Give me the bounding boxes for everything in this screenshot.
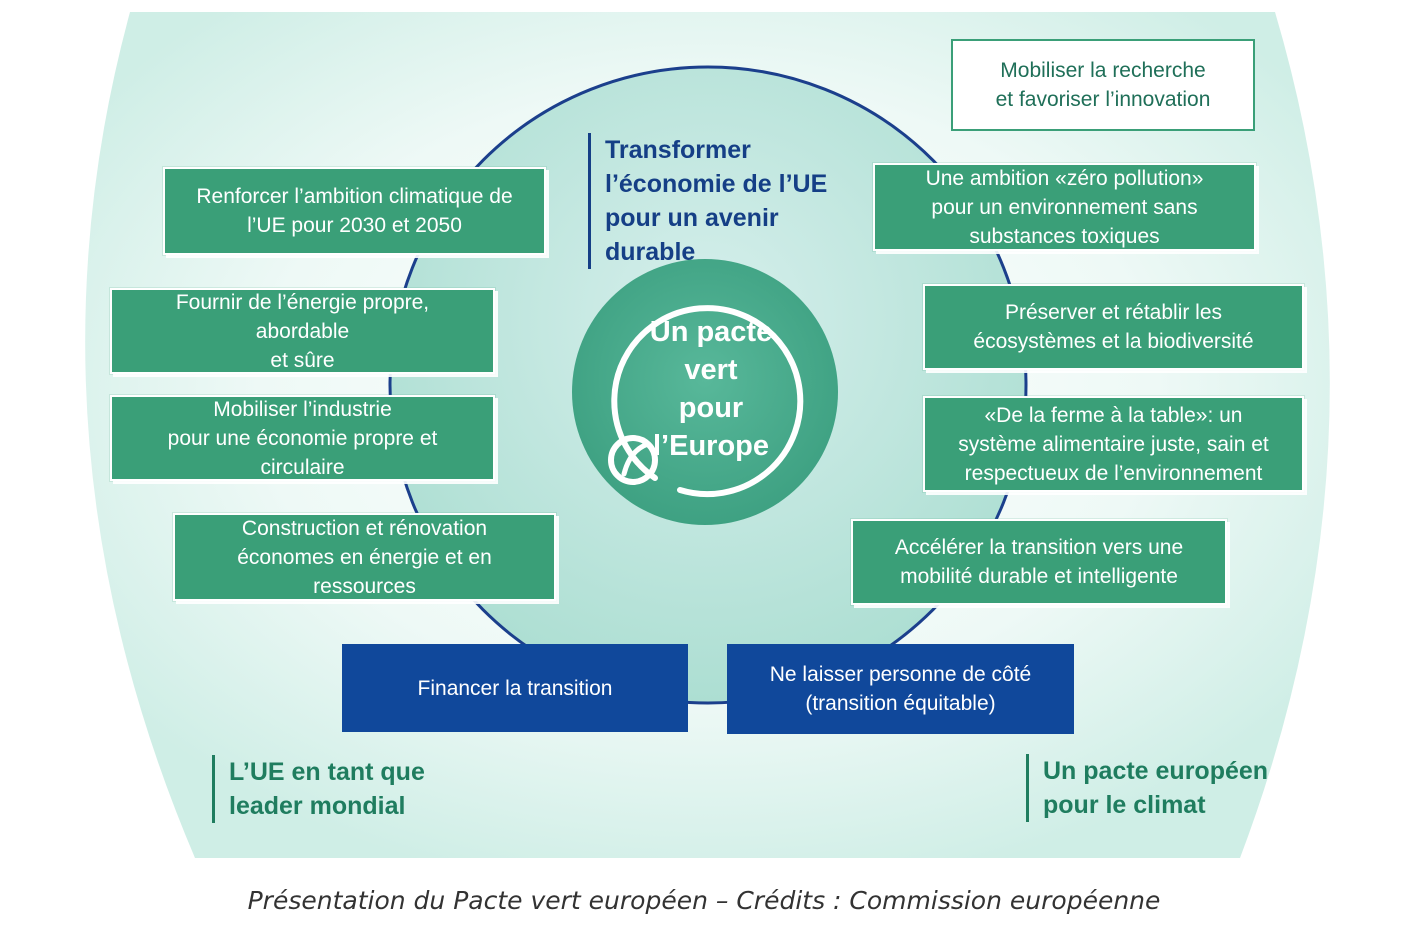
box-text-line: ressources <box>313 574 416 598</box>
main-heading-line: pour un avenir <box>605 204 779 232</box>
leaf-icon <box>608 435 658 485</box>
center-title-line: l’Europe <box>652 430 769 462</box>
center-ring <box>611 305 804 498</box>
box-research-innovation: Mobiliser la recherche et favoriser l’in… <box>951 39 1255 131</box>
main-heading-line: durable <box>605 238 696 266</box>
box-text-line: l’UE pour 2030 et 2050 <box>247 214 462 237</box>
box-text-line: Une ambition «zéro pollution» <box>925 166 1204 190</box>
box-text-line: Ne laisser personne de côté <box>769 663 1032 686</box>
center-title-line: pour <box>678 392 744 424</box>
box-text-line: Préserver et rétablir les <box>1004 301 1223 324</box>
box-text-line: «De la ferme à la table»: un <box>984 403 1243 427</box>
main-heading-line: Transformer <box>605 136 751 164</box>
center-title-line: vert <box>684 354 738 386</box>
box-text-line: Construction et rénovation <box>241 516 488 540</box>
box-text-line: Fournir de l’énergie propre, <box>175 290 430 314</box>
center-title-line: Un pacte <box>649 316 773 348</box>
box-finance-transition: Financer la transition <box>342 644 688 732</box>
box-text-line: écosystèmes et la biodiversité <box>973 330 1254 353</box>
box-sustainable-mobility: Accélérer la transition vers une mobilit… <box>851 519 1227 605</box>
box-text-line: pour un environnement sans <box>931 195 1198 219</box>
tag-eu-global-leader: L’UE en tant que leader mondial <box>212 755 425 823</box>
box-zero-pollution: Une ambition «zéro pollution» pour un en… <box>873 163 1256 251</box>
box-text-line: Financer la transition <box>417 676 613 700</box>
box-text-line: Mobiliser la recherche <box>1000 59 1206 82</box>
box-text-line: et sûre <box>270 348 335 372</box>
tag-text-line: pour le climat <box>1043 791 1206 819</box>
tag-text-line: Un pacte européen <box>1043 757 1269 785</box>
box-text-line: Mobiliser l’industrie <box>213 397 392 421</box>
main-heading-line: l’économie de l’UE <box>605 170 828 198</box>
box-industry: Mobiliser l’industrie pour une économie … <box>110 395 495 481</box>
box-text-line: abordable <box>255 319 350 343</box>
box-text-line: Renforcer l’ambition climatique de <box>196 185 513 208</box>
box-text-line: Accélérer la transition vers une <box>894 536 1184 559</box>
box-text-line: substances toxiques <box>969 224 1160 248</box>
tag-climate-pact: Un pacte européen pour le climat <box>1026 754 1268 822</box>
main-heading: Transformer l’économie de l’UE pour un a… <box>588 133 827 269</box>
box-clean-energy: Fournir de l’énergie propre, abordable e… <box>110 288 495 374</box>
center-title: Un pacte vert pour l’Europe <box>620 313 802 465</box>
box-farm-to-fork: «De la ferme à la table»: un système ali… <box>923 396 1304 492</box>
box-text-line: économes en énergie et en <box>237 545 492 569</box>
box-construction: Construction et rénovation économes en é… <box>173 513 556 601</box>
box-text-line: système alimentaire juste, sain et <box>958 432 1269 456</box>
box-text-line: (transition équitable) <box>805 692 996 715</box>
center-disk <box>572 259 838 525</box>
box-ecosystems: Préserver et rétablir les écosystèmes et… <box>923 284 1304 370</box>
box-text-line: circulaire <box>260 455 345 479</box>
box-text-line: et favoriser l’innovation <box>995 88 1211 111</box>
box-text-line: mobilité durable et intelligente <box>900 565 1178 588</box>
box-climate-ambition: Renforcer l’ambition climatique de l’UE … <box>163 167 546 255</box>
box-text-line: respectueux de l’environnement <box>964 461 1263 485</box>
box-text-line: pour une économie propre et <box>167 426 438 450</box>
tag-text-line: leader mondial <box>229 792 406 820</box>
tag-text-line: L’UE en tant que <box>229 758 425 786</box>
figure-caption: Présentation du Pacte vert européen – Cr… <box>247 886 1161 915</box>
box-just-transition: Ne laisser personne de côté (transition … <box>727 644 1074 734</box>
